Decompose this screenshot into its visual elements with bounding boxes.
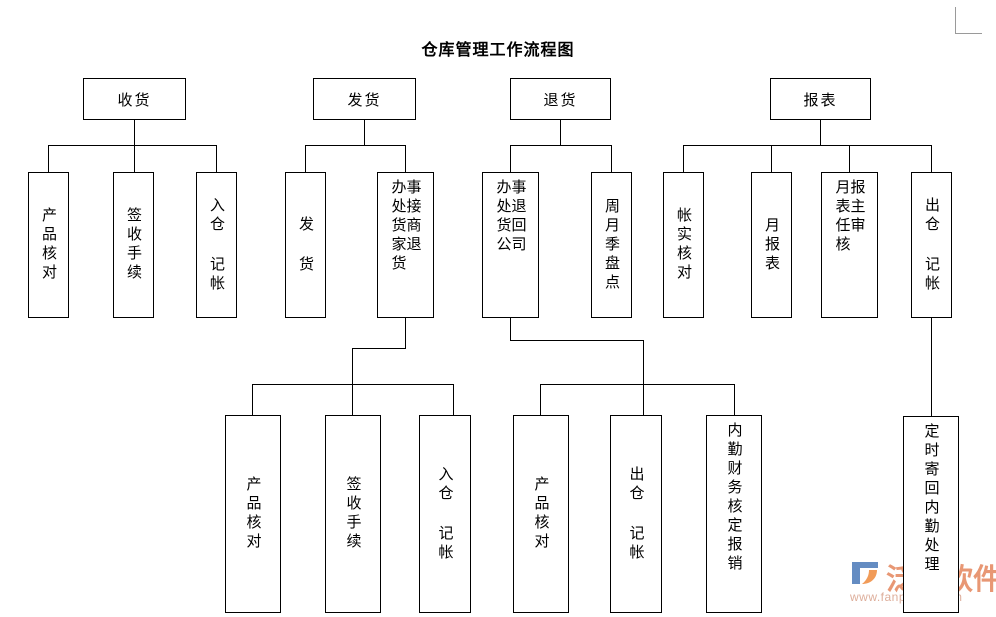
connector-returns-c1	[510, 145, 511, 172]
node-r3-product-check-col1: 产品核对	[244, 476, 262, 552]
node-r2-signoff-col1: 签收手续	[125, 207, 142, 283]
node-r3-inbound-record[interactable]: 入仓 记帐	[419, 415, 471, 613]
node-receiving-label: 收货	[117, 91, 152, 109]
connector-merchant-c1	[252, 384, 253, 415]
node-r3-outbound-record[interactable]: 出仓 记帐	[610, 415, 662, 613]
corner-crop-mark	[955, 7, 982, 34]
connector-retcomp-drop	[510, 318, 511, 340]
connector-outbound-to-mailback	[931, 318, 932, 416]
connector-shipping-c1	[305, 145, 306, 172]
connector-returns-bar	[510, 145, 611, 146]
node-r2-merchant-return-col2: 办处货家货	[389, 179, 407, 274]
connector-reports-c3	[849, 145, 850, 172]
node-shipping[interactable]: 发货	[313, 78, 416, 120]
node-r2-outbound-record-col1: 出仓 记帐	[923, 196, 940, 294]
node-r2-product-check[interactable]: 产品核对	[28, 172, 69, 318]
connector-reports-c4	[931, 145, 932, 172]
connector-reports-c2	[771, 145, 772, 172]
node-receiving[interactable]: 收货	[83, 78, 186, 120]
node-returns-label: 退货	[543, 91, 578, 109]
node-r2-supervisor-audit-col2: 月表任核	[833, 179, 851, 255]
connector-reports-c1	[683, 145, 684, 172]
connector-retcomp-jog	[510, 340, 644, 341]
node-r2-account-check[interactable]: 帐实核对	[663, 172, 704, 318]
node-r3-product-check[interactable]: 产品核对	[225, 415, 281, 613]
connector-receiving-c2	[134, 145, 135, 172]
connector-reports-bar	[683, 145, 931, 146]
node-r2-supervisor-audit-col1: 报主审	[848, 179, 866, 236]
node-r3-outbound-record-col1: 出仓 记帐	[627, 465, 645, 563]
node-r2-return-company-col1: 事退回司	[509, 179, 527, 255]
node-reports-label: 报表	[803, 91, 838, 109]
connector-receiving-bar	[48, 145, 216, 146]
node-r2-ship-goods[interactable]: 发 货	[285, 172, 326, 318]
node-r2-product-check-col1: 产品核对	[40, 207, 57, 283]
node-r3-inbound-record-col1: 入仓 记帐	[436, 465, 454, 563]
node-r2-inbound-record[interactable]: 入仓 记帐	[196, 172, 237, 318]
connector-shipping-bar	[305, 145, 405, 146]
connector-returns-stem	[560, 120, 561, 145]
connector-returns-c2	[611, 145, 612, 172]
connector-receiving-c3	[216, 145, 217, 172]
node-r2-monthly-report-col1: 月报表	[763, 216, 780, 274]
connector-reports-stem	[820, 120, 821, 145]
node-r2-signoff[interactable]: 签收手续	[113, 172, 154, 318]
connector-receiving-stem	[134, 120, 135, 145]
fanpu-logo-icon	[852, 562, 878, 584]
node-reports[interactable]: 报表	[770, 78, 871, 120]
node-r3-mail-back-col1: 定时寄回内勤处理	[922, 423, 940, 575]
node-r2-monthly-report[interactable]: 月报表	[751, 172, 792, 318]
node-r2-return-company-col2: 办处货公	[494, 179, 512, 255]
node-r3-product-check-2-col1: 产品核对	[532, 476, 550, 552]
connector-retcomp-c1	[540, 384, 541, 415]
node-r3-finance-reimburse[interactable]: 内勤财务核定报销	[706, 415, 762, 613]
node-r2-account-check-col1: 帐实核对	[675, 207, 692, 283]
node-r3-signoff-col1: 签收手续	[344, 476, 362, 552]
node-r2-stocktake-col1: 周月季盘点	[603, 197, 620, 293]
connector-receiving-c1	[48, 145, 49, 172]
connector-shipping-stem	[364, 120, 365, 145]
node-r2-merchant-return-col1: 事接商退	[404, 179, 422, 255]
connector-retcomp-bar	[540, 384, 735, 385]
node-r2-return-company[interactable]: 事退回司 办处货公	[482, 172, 539, 318]
node-returns[interactable]: 退货	[510, 78, 611, 120]
node-r2-inbound-record-col1: 入仓 记帐	[208, 196, 225, 294]
connector-merchant-stem	[352, 348, 353, 384]
node-shipping-label: 发货	[347, 91, 382, 109]
node-r2-supervisor-audit[interactable]: 报主审 月表任核	[821, 172, 878, 318]
connector-merchant-c2	[352, 384, 353, 415]
connector-merchant-jog	[352, 348, 406, 349]
node-r3-mail-back[interactable]: 定时寄回内勤处理	[903, 416, 959, 613]
connector-merchant-c3	[453, 384, 454, 415]
node-r2-stocktake[interactable]: 周月季盘点	[591, 172, 632, 318]
node-r2-ship-goods-col1: 发 货	[297, 215, 314, 275]
node-r3-signoff[interactable]: 签收手续	[325, 415, 381, 613]
node-r2-merchant-return[interactable]: 事接商退 办处货家货	[377, 172, 434, 318]
connector-retcomp-stem	[643, 340, 644, 384]
connector-retcomp-c2	[643, 384, 644, 415]
page-title: 仓库管理工作流程图	[421, 42, 575, 59]
connector-shipping-c2	[405, 145, 406, 172]
node-r2-outbound-record[interactable]: 出仓 记帐	[911, 172, 952, 318]
node-r3-product-check-2[interactable]: 产品核对	[513, 415, 569, 613]
node-r3-finance-reimburse-col1: 内勤财务核定报销	[725, 422, 743, 574]
connector-merchant-drop	[405, 318, 406, 348]
connector-retcomp-c3	[734, 384, 735, 415]
